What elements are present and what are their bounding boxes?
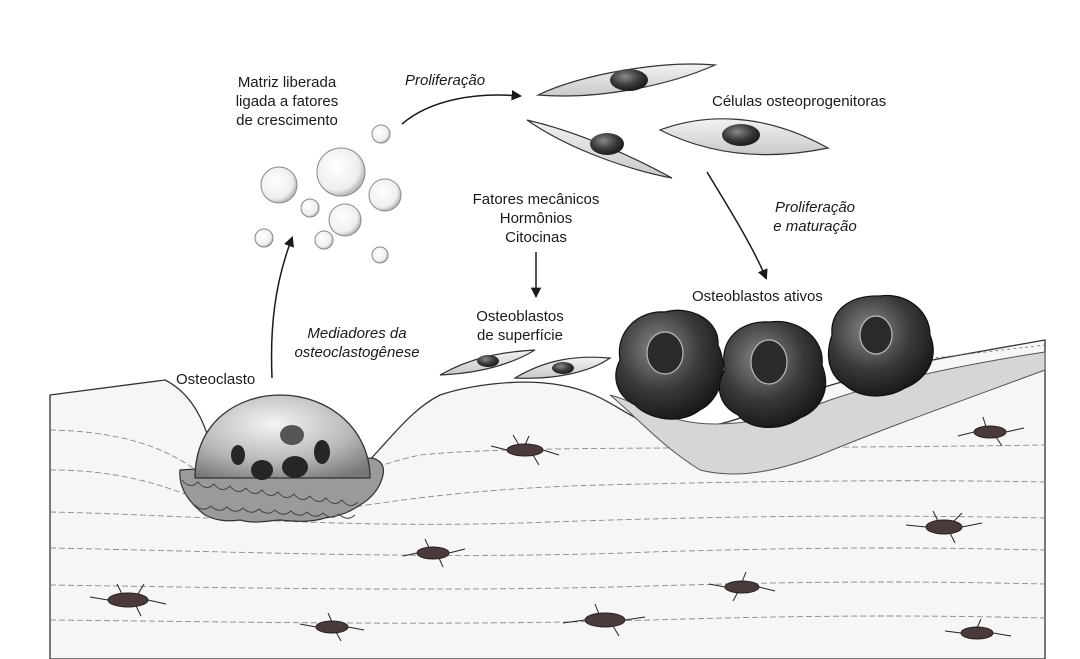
active-osteoblast xyxy=(828,295,933,396)
active-osteoblasts-label: Osteoblastos ativos xyxy=(692,287,823,306)
surface-osteoblasts-line2: de superfície xyxy=(460,326,580,345)
proliferation-maturation-line1: Proliferação xyxy=(755,198,875,217)
osteoprogenitor-cell xyxy=(538,64,715,96)
surface-osteoblasts-label: Osteoblastos de superfície xyxy=(460,307,580,345)
proliferation-maturation-label: Proliferação e maturação xyxy=(755,198,875,236)
osteoprogenitor-cell xyxy=(527,120,672,178)
factors-label-line2: Hormônios xyxy=(446,209,626,228)
osteoclast xyxy=(180,395,384,522)
arrow-matrix-to-progenitors xyxy=(402,95,520,124)
matrix-label-line2: ligada a fatores xyxy=(212,92,362,111)
factors-label: Fatores mecânicos Hormônios Citocinas xyxy=(446,190,626,247)
surface-osteoblasts-line1: Osteoblastos xyxy=(460,307,580,326)
active-osteoblast xyxy=(719,322,825,428)
mediators-label: Mediadores da osteoclastogênese xyxy=(282,324,432,362)
osteoprogenitor-cells xyxy=(527,64,828,178)
proliferation-label: Proliferação xyxy=(405,71,485,90)
surface-osteoblast xyxy=(515,357,610,378)
surface-osteoblasts xyxy=(440,350,610,378)
osteoclast-label: Osteoclasto xyxy=(176,370,255,389)
factors-label-line3: Citocinas xyxy=(446,228,626,247)
proliferation-maturation-line2: e maturação xyxy=(755,217,875,236)
surface-osteoblast xyxy=(440,350,535,375)
active-osteoblast xyxy=(616,310,723,419)
factors-label-line1: Fatores mecânicos xyxy=(446,190,626,209)
mediators-line1: Mediadores da xyxy=(282,324,432,343)
matrix-label-line1: Matriz liberada xyxy=(212,73,362,92)
mediators-line2: osteoclastogênese xyxy=(282,343,432,362)
progenitors-label: Células osteoprogenitoras xyxy=(712,92,886,111)
osteoprogenitor-cell xyxy=(660,119,828,155)
released-matrix-particles xyxy=(255,125,401,263)
matrix-label-line3: de crescimento xyxy=(212,111,362,130)
matrix-label: Matriz liberada ligada a fatores de cres… xyxy=(212,73,362,130)
